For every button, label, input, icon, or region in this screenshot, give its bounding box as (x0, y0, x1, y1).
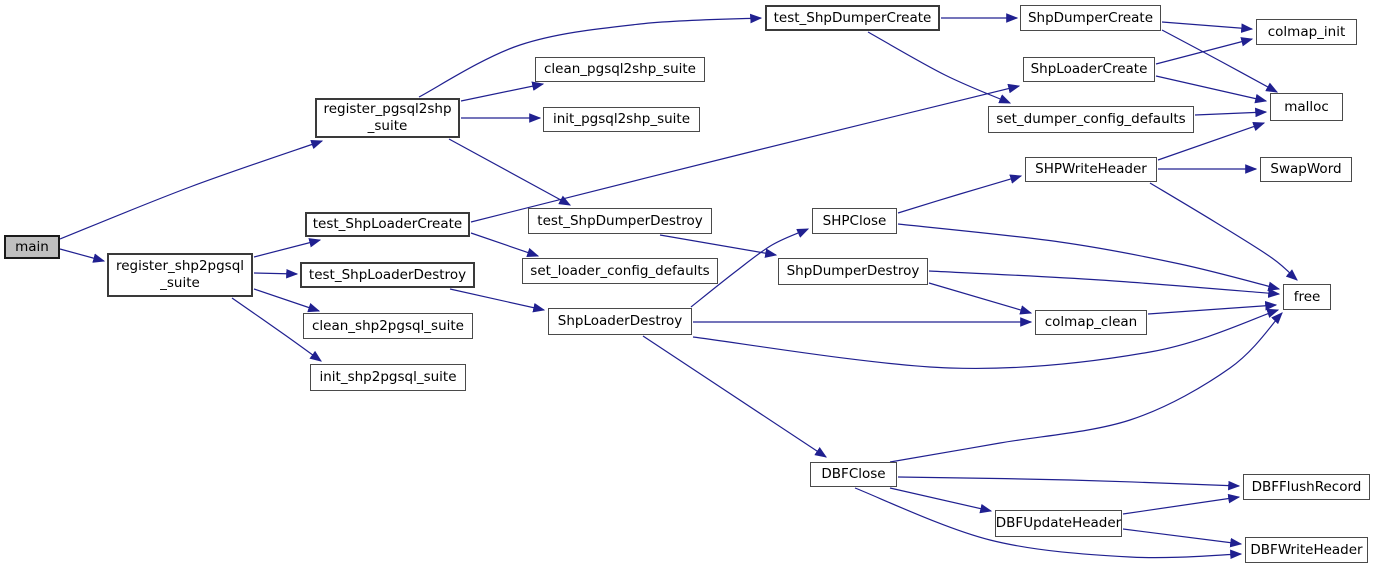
node-init_shp2pgsql_suite[interactable]: init_shp2pgsql_suite (310, 364, 466, 391)
node-label: test_ShpDumperCreate (773, 9, 932, 26)
node-label: clean_shp2pgsql_suite (312, 317, 464, 334)
node-label: test_ShpLoaderCreate (312, 216, 463, 233)
node-label: clean_pgsql2shp_suite (544, 61, 696, 78)
node-label: ShpLoaderDestroy (557, 313, 683, 330)
node-DBFClose[interactable]: DBFClose (810, 462, 897, 487)
node-test_ShpDumperDestroy[interactable]: test_ShpDumperDestroy (528, 208, 712, 234)
node-main[interactable]: main (4, 235, 60, 259)
edge-register_pgsql2shp_suite-to-test_ShpDumperDestroy (448, 138, 572, 206)
edge-ShpDumperCreate-to-colmap_init (1161, 21, 1254, 33)
node-label: main (15, 238, 49, 255)
node-label: DBFUpdateHeader (995, 515, 1122, 532)
edge-SHPClose-to-free (897, 223, 1281, 292)
node-register_shp2pgsql_suite[interactable]: register_shp2pgsql _suite (107, 253, 253, 297)
node-label: set_dumper_config_defaults (996, 111, 1186, 128)
edge-register_shp2pgsql_suite-to-test_ShpLoaderDestroy (253, 268, 299, 279)
edge-DBFClose-to-DBFWriteHeader (854, 487, 1243, 560)
node-SHPClose[interactable]: SHPClose (812, 208, 897, 234)
node-label: SHPClose (822, 212, 887, 229)
node-label: SwapWord (1270, 161, 1342, 178)
node-label: malloc (1284, 98, 1329, 115)
node-label: test_ShpDumperDestroy (537, 212, 703, 229)
edge-ShpLoaderDestroy-to-DBFClose (642, 335, 828, 458)
node-label: test_ShpLoaderDestroy (308, 266, 467, 283)
edge-main-to-register_pgsql2shp_suite (59, 140, 324, 240)
node-free[interactable]: free (1283, 284, 1331, 310)
edge-ShpLoaderDestroy-to-SHPClose (690, 228, 810, 308)
edge-register_shp2pgsql_suite-to-clean_shp2pgsql_suite (253, 288, 321, 313)
edge-DBFClose-to-free (889, 312, 1283, 463)
edge-DBFUpdateHeader-to-DBFFlushRecord (1122, 493, 1241, 515)
edge-main-to-register_shp2pgsql_suite (59, 248, 106, 263)
edge-ShpLoaderCreate-to-colmap_init (1155, 37, 1254, 65)
node-set_dumper_config_defaults[interactable]: set_dumper_config_defaults (988, 106, 1194, 133)
edge-DBFClose-to-DBFUpdateHeader (889, 487, 993, 514)
node-ShpLoaderDestroy[interactable]: ShpLoaderDestroy (548, 308, 692, 335)
edge-ShpDumperCreate-to-malloc (1161, 29, 1279, 93)
edge-SHPWriteHeader-to-free (1149, 182, 1298, 281)
node-colmap_clean[interactable]: colmap_clean (1035, 310, 1147, 335)
node-label: SHPWriteHeader (1035, 161, 1147, 178)
node-test_ShpDumperCreate[interactable]: test_ShpDumperCreate (765, 5, 940, 31)
edge-DBFUpdateHeader-to-DBFWriteHeader (1122, 528, 1243, 548)
node-DBFWriteHeader[interactable]: DBFWriteHeader (1245, 537, 1368, 563)
node-clean_pgsql2shp_suite[interactable]: clean_pgsql2shp_suite (535, 57, 705, 82)
node-SHPWriteHeader[interactable]: SHPWriteHeader (1025, 157, 1157, 182)
node-label: free (1293, 288, 1321, 305)
edge-colmap_clean-to-free (1147, 300, 1278, 315)
edge-ShpDumperDestroy-to-colmap_clean (928, 282, 1033, 315)
node-ShpLoaderCreate[interactable]: ShpLoaderCreate (1023, 57, 1155, 82)
node-DBFUpdateHeader[interactable]: DBFUpdateHeader (995, 510, 1122, 537)
edge-DBFClose-to-DBFFlushRecord (897, 476, 1241, 491)
edge-SHPClose-to-SHPWriteHeader (897, 174, 1023, 214)
edge-test_ShpDumperCreate-to-set_dumper_config_defaults (867, 31, 1012, 104)
node-label: colmap_clean (1044, 314, 1138, 331)
edge-ShpLoaderDestroy-to-free (692, 308, 1280, 370)
node-init_pgsql2shp_suite[interactable]: init_pgsql2shp_suite (543, 107, 700, 132)
node-label: DBFFlushRecord (1251, 478, 1362, 495)
node-register_pgsql2shp_suite[interactable]: register_pgsql2shp _suite (315, 98, 460, 138)
edge-ShpLoaderCreate-to-malloc (1155, 75, 1268, 104)
edge-test_ShpLoaderCreate-to-ShpLoaderCreate (470, 83, 1021, 223)
node-ShpDumperCreate[interactable]: ShpDumperCreate (1020, 5, 1161, 31)
edge-test_ShpDumperDestroy-to-ShpDumperDestroy (659, 234, 778, 258)
node-set_loader_config_defaults[interactable]: set_loader_config_defaults (522, 258, 718, 284)
edge-ShpDumperDestroy-to-free (928, 270, 1281, 298)
node-label: DBFWriteHeader (1250, 541, 1363, 558)
edge-test_ShpLoaderDestroy-to-ShpLoaderDestroy (449, 288, 546, 313)
edge-register_shp2pgsql_suite-to-init_shp2pgsql_suite (231, 297, 322, 362)
node-label: DBFClose (821, 466, 886, 483)
node-clean_shp2pgsql_suite[interactable]: clean_shp2pgsql_suite (303, 313, 473, 339)
node-label: init_pgsql2shp_suite (552, 111, 691, 128)
node-label: colmap_init (1267, 23, 1346, 40)
node-test_ShpLoaderDestroy[interactable]: test_ShpLoaderDestroy (300, 262, 475, 288)
edge-register_pgsql2shp_suite-to-clean_pgsql2shp_suite (460, 81, 545, 102)
edge-register_pgsql2shp_suite-to-test_ShpDumperCreate (418, 13, 763, 98)
node-ShpDumperDestroy[interactable]: ShpDumperDestroy (778, 258, 928, 285)
node-test_ShpLoaderCreate[interactable]: test_ShpLoaderCreate (305, 212, 470, 237)
node-label: ShpDumperDestroy (786, 263, 920, 280)
edge-test_ShpLoaderCreate-to-set_loader_config_defaults (470, 232, 540, 258)
node-label: ShpDumperCreate (1027, 9, 1154, 26)
node-DBFFlushRecord[interactable]: DBFFlushRecord (1243, 474, 1370, 500)
node-label: set_loader_config_defaults (530, 262, 710, 279)
edge-SHPWriteHeader-to-malloc (1157, 122, 1266, 161)
node-colmap_init[interactable]: colmap_init (1256, 19, 1357, 45)
node-malloc[interactable]: malloc (1270, 93, 1343, 121)
edge-set_dumper_config_defaults-to-malloc (1194, 107, 1268, 118)
node-SwapWord[interactable]: SwapWord (1260, 157, 1352, 182)
node-label: register_shp2pgsql _suite (115, 258, 245, 291)
node-label: register_pgsql2shp _suite (323, 101, 452, 134)
node-label: ShpLoaderCreate (1030, 61, 1148, 78)
node-label: init_shp2pgsql_suite (319, 369, 457, 386)
edge-register_shp2pgsql_suite-to-test_ShpLoaderCreate (253, 238, 322, 258)
